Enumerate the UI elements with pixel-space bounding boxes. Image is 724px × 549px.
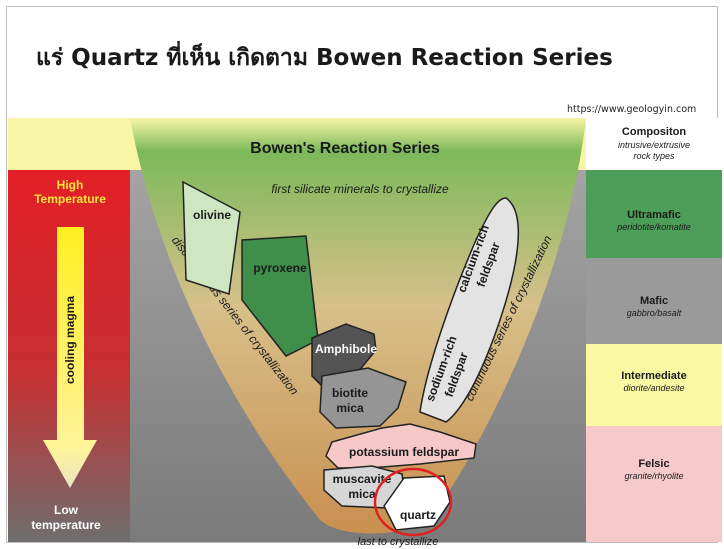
high-temp-label-2: Temperature (34, 192, 106, 206)
potassium-feldspar-label: potassium feldspar (349, 445, 459, 459)
biotite-shape (319, 367, 407, 429)
composition-row-intermediate (586, 344, 722, 426)
first-minerals-note: first silicate minerals to crystallize (271, 182, 449, 196)
quartz-highlight-circle (373, 467, 453, 537)
low-temp-label-2: temperature (31, 518, 101, 532)
composition-row-ultramafic (586, 170, 722, 258)
quartz-label: quartz (400, 508, 436, 522)
diagram-header: Bowen's Reaction Series (250, 140, 440, 157)
source-url: https://www.geologyin.com (567, 104, 697, 115)
composition-sub-1: intrusive/extrusive (618, 140, 690, 150)
low-temp-label-1: Low (54, 503, 79, 517)
ultramafic-sub: peridotite/komatite (616, 222, 691, 232)
mafic-label: Mafic (640, 295, 668, 307)
composition-header: Compositon (622, 126, 686, 138)
ultramafic-label: Ultramafic (627, 209, 681, 221)
olivine-shape (182, 180, 241, 295)
composition-row-mafic (586, 258, 722, 344)
biotite-label-1: biotite (332, 386, 368, 400)
biotite-label-2: mica (336, 401, 364, 415)
pyroxene-shape (241, 235, 319, 357)
felsic-sub: granite/rhyolite (624, 471, 683, 481)
composition-header-bg (586, 118, 722, 170)
mafic-sub: gabbro/basalt (627, 308, 682, 318)
muscovite-label-1: muscavite (333, 472, 392, 486)
high-temp-label-1: High (57, 178, 84, 192)
amphibole-label: Amphibole (315, 342, 377, 356)
cooling-magma-label: cooling magma (63, 296, 77, 384)
reaction-funnel (130, 118, 586, 534)
cooling-arrow (43, 227, 97, 488)
pyroxene-label: pyroxene (253, 261, 307, 275)
potassium-feldspar-shape (325, 423, 477, 469)
composition-row-felsic (586, 426, 722, 542)
last-minerals-note: last to crystallize (358, 536, 439, 548)
intermediate-label: Intermediate (621, 370, 686, 382)
olivine-label: olivine (193, 208, 231, 222)
muscovite-label-2: mica (348, 487, 376, 501)
plagioclase-feldspar-shape (419, 197, 520, 423)
composition-sub-2: rock types (633, 151, 675, 161)
felsic-label: Felsic (638, 458, 669, 470)
slide-title: แร่ Quartz ที่เห็น เกิดตาม Bowen Reactio… (36, 45, 613, 71)
intermediate-sub: diorite/andesite (623, 383, 684, 393)
